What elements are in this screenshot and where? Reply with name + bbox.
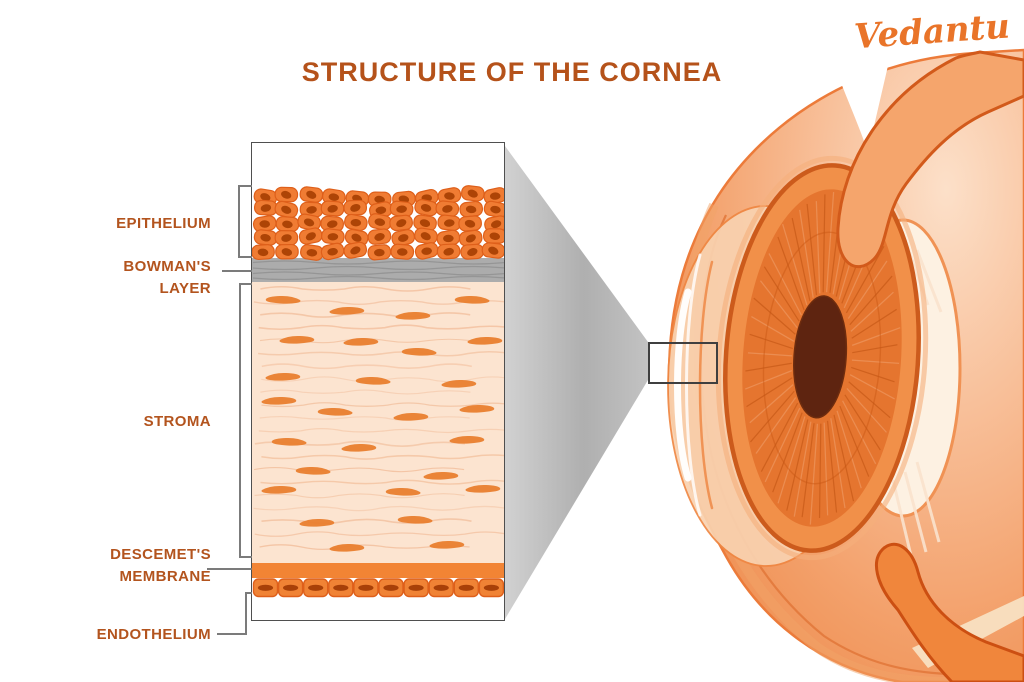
endothelium-cells [252,578,504,598]
lower-muscle [875,542,1024,682]
upper-muscle [836,50,1024,269]
stroma-bracket [239,283,241,558]
bowmans-layer-band [252,258,504,282]
epithelium-bracket-tick-bottom [238,256,252,258]
stroma-bracket-tick-bottom [239,556,252,558]
stroma-bracket-tick-top [239,283,252,285]
endothelium-pointer-tick [245,592,252,594]
cornea-location-marker [648,342,718,384]
page-title: STRUCTURE OF THE CORNEA [301,57,723,87]
endothelium-pointer-line [217,633,247,635]
label-endothelium: ENDOTHELIUM [96,626,211,643]
epithelium-bracket-tick-top [238,185,252,187]
magnifier-cone [505,146,648,619]
label-epithelium: EPITHELIUM [116,215,211,232]
sclera-notch [834,44,893,152]
magnified-section-box [251,142,505,621]
label-bowmans-layer: BOWMAN'S LAYER [123,258,211,297]
epithelium-bracket [238,185,240,258]
stroma-band [252,282,504,563]
bowmans-pointer-line [222,270,252,272]
descemets-membrane-band [252,563,504,578]
iris [715,155,929,561]
descemets-pointer-line [207,568,252,570]
epithelium-cells [252,185,504,261]
eye-illustration [667,44,1024,682]
label-descemets-membrane: DESCEMET'S MEMBRANE [110,546,211,585]
endothelium-pointer-elbow [245,592,247,635]
label-stroma: STROMA [143,413,211,430]
pupil [793,295,848,419]
